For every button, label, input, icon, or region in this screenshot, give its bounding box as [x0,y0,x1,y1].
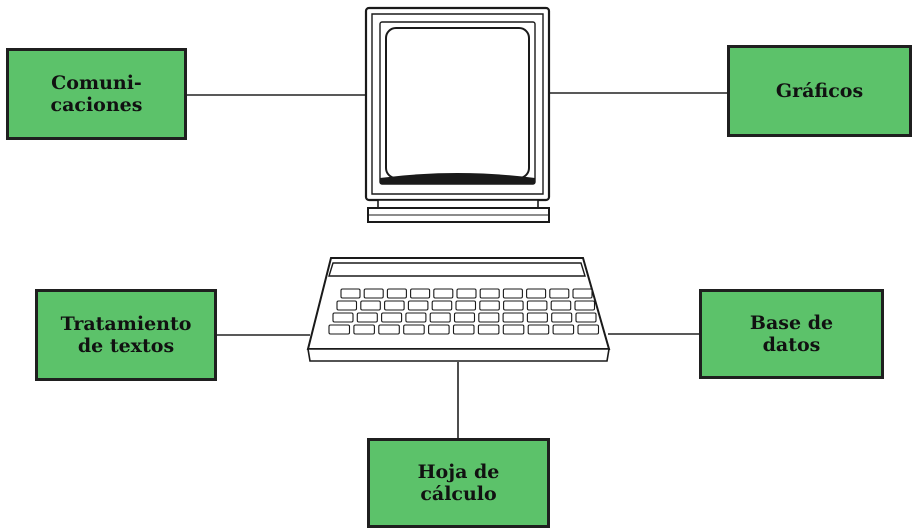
keyboard-key [429,312,451,323]
node-graficos-label: Gráficos [775,80,864,102]
keyboard-key [572,288,593,299]
keyboard-key [403,324,425,335]
keyboard-key [410,288,431,299]
keyboard-key [549,288,570,299]
keyboard-key [502,324,525,335]
keyboard-key [407,300,429,311]
keyboard-key [386,288,407,299]
node-hoja-de-calculo: Hoja de cálculo [367,438,550,528]
keyboard-key [526,312,548,323]
keyboard-key [577,324,600,335]
keyboard-key [384,300,405,311]
keyboard-key [336,300,358,311]
keyboard-key [431,300,453,311]
keyboard-key [526,300,548,311]
keyboard-key [479,288,500,299]
monitor-icon [364,6,551,223]
node-hoja-label: Hoja de cálculo [417,461,500,505]
keyboard-key [503,300,524,311]
keyboard-key [360,300,381,311]
keyboard-key [428,324,450,335]
keyboard-key [433,288,454,299]
node-tratamiento-de-textos: Tratamiento de textos [35,289,217,381]
keyboard-key [328,324,351,335]
keyboard-key [551,312,573,323]
keyboard-key [478,312,500,323]
keyboard-key [575,312,597,323]
node-comunicaciones: Comuni- caciones [6,48,187,140]
node-tratamiento-label: Tratamiento de textos [60,313,192,357]
keyboard-key [453,312,476,323]
keyboard-key [574,300,596,311]
keyboard-icon [306,257,611,362]
node-graficos: Gráficos [727,45,912,137]
keyboard-key [552,324,575,335]
keyboard-key [477,324,500,335]
keyboard-key [381,312,403,323]
keyboard-key [378,324,400,335]
keyboard-key [502,288,523,299]
keyboard-key [456,288,477,299]
keyboard-key [479,300,500,311]
keyboard-key [550,300,572,311]
keyboard-key [452,324,475,335]
keyboard-key [502,312,524,323]
keyboard-key [527,324,550,335]
keyboard-key [405,312,427,323]
node-base-de-datos: Base de datos [699,289,884,379]
keyboard-key [340,288,361,299]
keyboard-key [526,288,547,299]
keyboard-key [353,324,375,335]
node-base-label: Base de datos [749,312,834,356]
keyboard-key [363,288,384,299]
node-comunicaciones-label: Comuni- caciones [50,72,143,116]
keyboard-key [332,312,354,323]
keyboard-key [356,312,378,323]
keyboard-key [455,300,477,311]
